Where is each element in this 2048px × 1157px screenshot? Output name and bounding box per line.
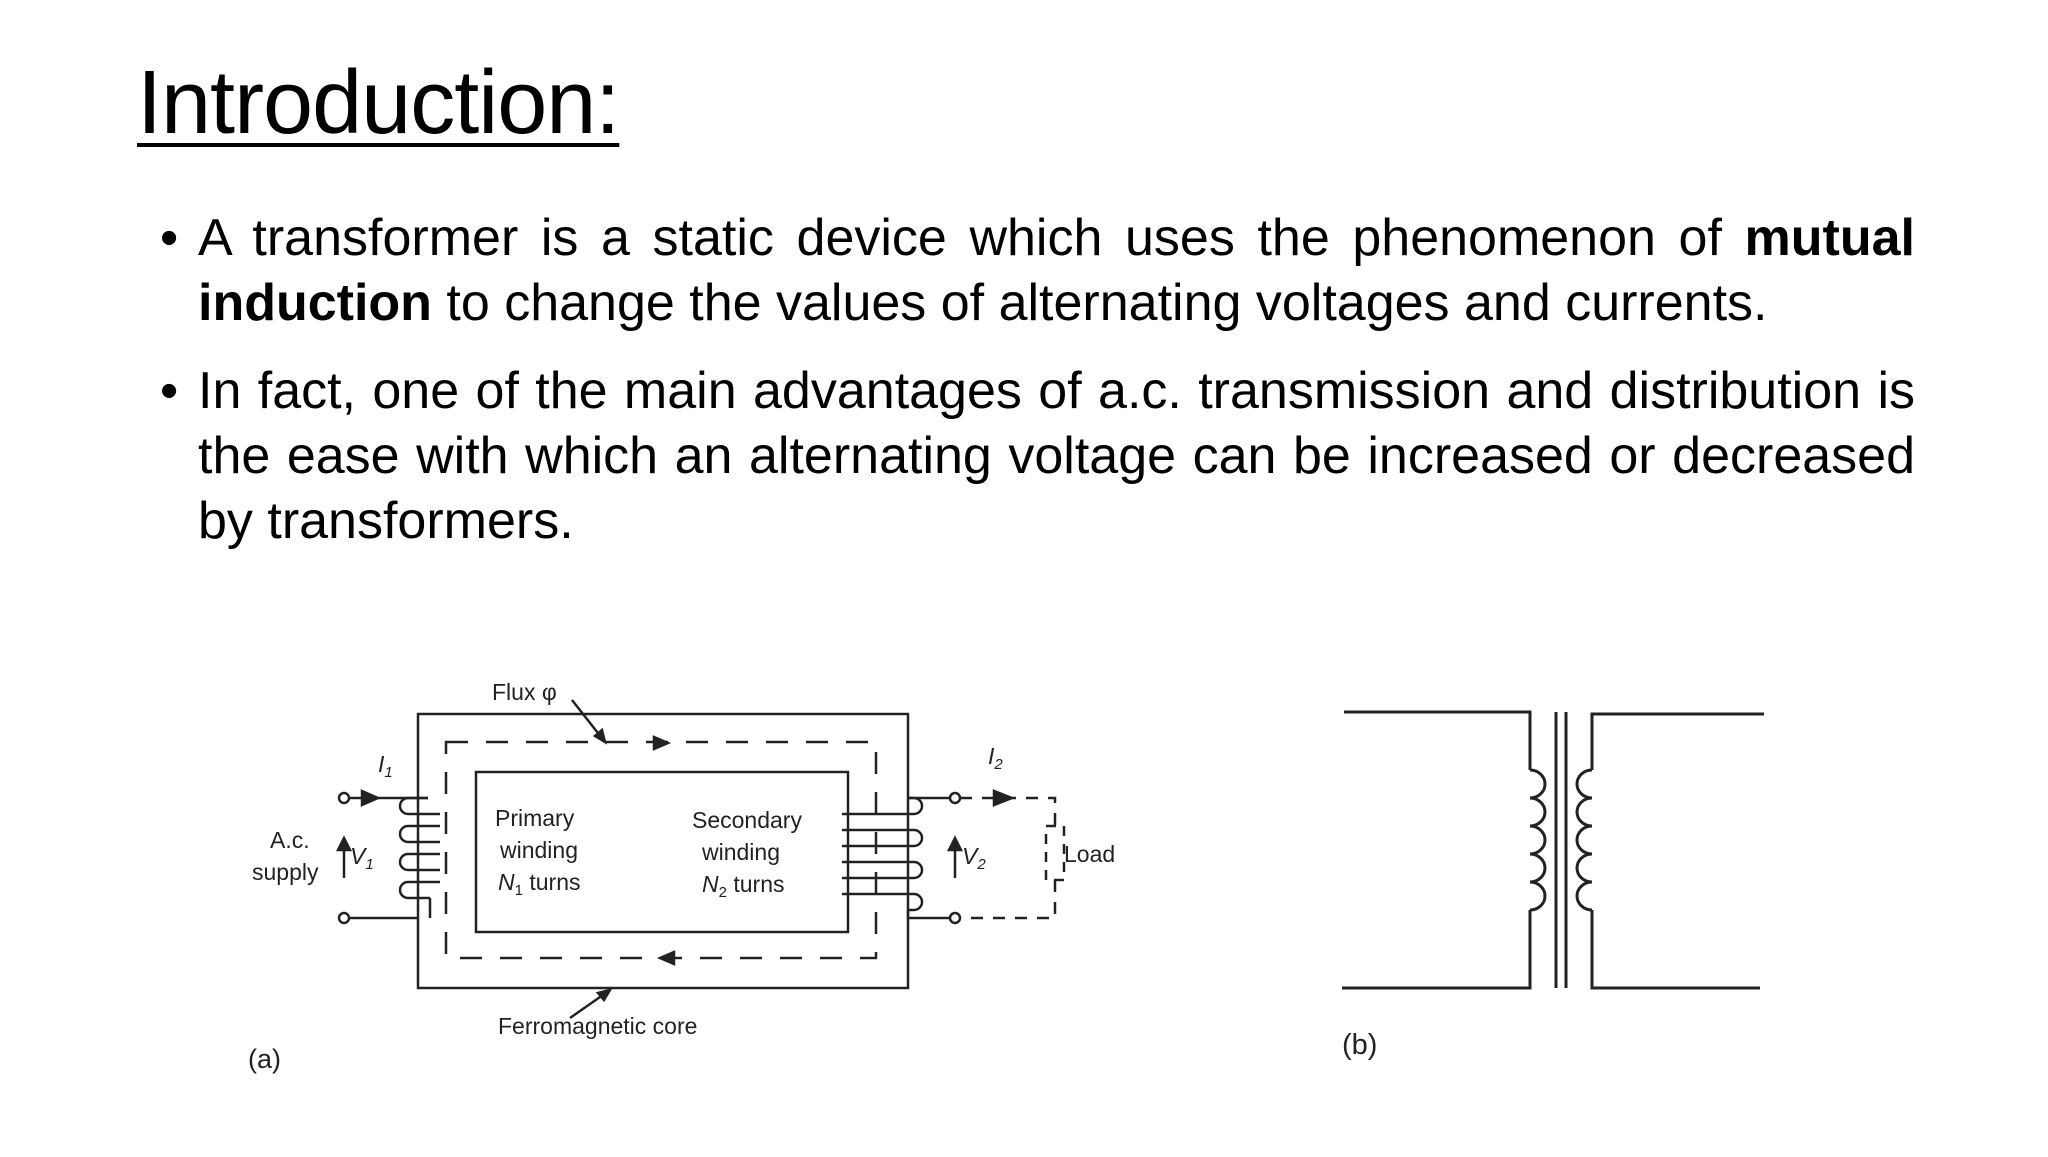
load-box — [1044, 824, 1066, 882]
bullet-dot: • — [160, 362, 179, 420]
load-label: Load — [1064, 841, 1115, 867]
primary-label-3: N1 turns — [498, 869, 581, 899]
secondary-label-2: winding — [701, 839, 780, 865]
bullet-item: • A transformer is a static device which… — [160, 206, 1915, 336]
bullet-dot: • — [160, 209, 179, 267]
i1-arrow — [360, 789, 382, 807]
flux-leader — [571, 699, 606, 743]
flux-label: Flux φ — [492, 679, 557, 705]
i2-label: I2 — [988, 743, 1003, 773]
secondary-terminal-bottom — [948, 911, 962, 925]
secondary-lead-bottom — [1590, 910, 1760, 990]
load-wire — [960, 796, 1057, 920]
primary-coil-b — [1529, 768, 1547, 912]
ac-label: A.c. — [270, 827, 310, 853]
core-inner — [474, 770, 850, 934]
figure-b-caption: (b) — [1342, 1029, 1377, 1061]
primary-label-2: winding — [499, 837, 578, 863]
secondary-label-3: N2 turns — [702, 871, 785, 901]
i1-label: I1 — [378, 751, 393, 781]
secondary-coil-b — [1575, 768, 1593, 912]
secondary-terminal-top — [948, 791, 962, 805]
core-leader — [569, 988, 611, 1020]
secondary-coil — [842, 796, 924, 912]
transformer-symbol-b — [1342, 710, 1764, 990]
bullet-bold-term: mutual induction — [198, 209, 1915, 332]
secondary-lead-top — [1590, 712, 1764, 770]
primary-lead-bottom — [1342, 910, 1532, 990]
primary-label-1: Primary — [495, 805, 575, 831]
core-outer — [416, 712, 910, 990]
primary-coil — [398, 796, 440, 918]
primary-terminal-top — [337, 791, 351, 805]
i2-arrow — [992, 789, 1016, 807]
bullet-text: In fact, one of the main advantages of a… — [198, 362, 1915, 550]
v2-label: V2 — [962, 843, 986, 873]
bullet-item: • In fact, one of the main advantages of… — [160, 359, 1915, 554]
supply-label: supply — [252, 859, 319, 885]
flux-arrow-bottom — [656, 950, 676, 966]
secondary-label-1: Secondary — [692, 807, 802, 833]
bullet-text: to change the values of alternating volt… — [431, 274, 1768, 332]
core-label: Ferromagnetic core — [498, 1013, 697, 1039]
primary-terminal-bottom — [337, 911, 351, 925]
primary-lead-top — [1344, 710, 1532, 770]
figure-a-caption: (a) — [248, 1044, 281, 1074]
bullet-list: • A transformer is a static device which… — [160, 206, 1915, 577]
bullet-text: A transformer is a static device which u… — [198, 209, 1722, 267]
v1-label: V1 — [350, 843, 374, 873]
slide-title: Introduction: — [137, 53, 620, 153]
flux-arrow-top — [652, 735, 672, 751]
flux-path — [444, 740, 878, 960]
